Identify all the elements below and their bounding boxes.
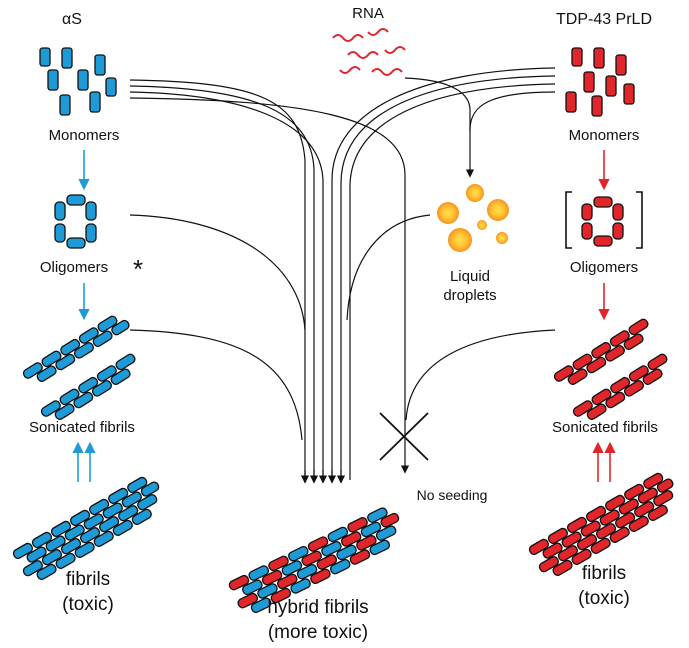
flow-tdp-monomer-to-hybrid-3	[349, 83, 556, 480]
flow-tdp-monomer-to-droplets	[469, 91, 556, 131]
flow-tdp-sonicated-to-noseed	[405, 329, 556, 421]
as-sonicated-fibrils-icon	[22, 315, 136, 420]
flow-droplets-to-hybrid	[346, 214, 431, 321]
flow-as-sonicated-to-hybrid	[129, 329, 303, 441]
center-column: RNA Liquid droplets No seeding	[228, 5, 509, 643]
tdp-sonicated-fibrils-icon	[553, 318, 668, 420]
hybrid-fibrils-note: (more toxic)	[268, 622, 368, 643]
rna-label: RNA	[352, 5, 384, 22]
as-fibrils-label: fibrils	[66, 569, 110, 590]
flow-as-monomer-to-hybrid-1	[129, 79, 306, 480]
droplets-label-line1: Liquid	[450, 268, 490, 285]
flow-tdp-monomer-to-hybrid-2	[340, 75, 556, 480]
as-fibrils-note: (toxic)	[62, 594, 114, 615]
flow-rna-to-droplets	[404, 77, 475, 178]
as-oligomers-label: Oligomers	[40, 259, 108, 276]
as-monomers-label: Monomers	[49, 127, 120, 144]
flow-as-monomer-to-noseed	[129, 97, 410, 474]
flow-tdp-monomer-to-hybrid-1	[331, 67, 556, 480]
flow-as-oligomer-to-hybrid	[129, 214, 306, 331]
hybrid-fibrils-label: hybrid fibrils	[267, 597, 368, 618]
no-seeding-label: No seeding	[417, 487, 488, 503]
tdp-monomers-label: Monomers	[569, 127, 640, 144]
flow-as-monomer-to-hybrid-2	[129, 85, 315, 480]
tdp-sonicated-label: Sonicated fibrils	[552, 419, 658, 436]
as-sonicated-label: Sonicated fibrils	[29, 419, 135, 436]
tdp-fibrils-icon	[528, 472, 674, 576]
as-title: αS	[62, 11, 82, 28]
tdp-oligomers-label: Oligomers	[570, 259, 638, 276]
tdp-oligomer-icon	[581, 196, 624, 247]
hybrid-fibrils-icon	[228, 507, 400, 613]
as-oligomer-asterisk: *	[133, 254, 143, 284]
tdp-oligomer-bracket-icon	[565, 191, 643, 249]
left-column: αS Monomers Oligomers *	[12, 11, 160, 615]
tdp-fibrils-note: (toxic)	[578, 588, 630, 609]
rna-strands-icon	[332, 28, 406, 76]
no-seeding-cross-icon	[379, 412, 429, 461]
tdp-monomers-icon	[565, 47, 635, 117]
right-column: TDP-43 PrLD Monomers Oligomers	[528, 11, 674, 609]
tdp-fibrils-label: fibrils	[582, 563, 626, 584]
as-oligomer-icon	[54, 194, 97, 249]
as-fibrils-icon	[12, 476, 160, 580]
tdp-title: TDP-43 PrLD	[556, 11, 652, 28]
flow-as-monomer-to-hybrid-3	[129, 91, 324, 480]
droplets-label-line2: droplets	[443, 287, 496, 304]
flow-lines	[129, 67, 556, 484]
liquid-droplets-icon	[437, 184, 509, 252]
as-monomers-icon	[39, 47, 117, 116]
